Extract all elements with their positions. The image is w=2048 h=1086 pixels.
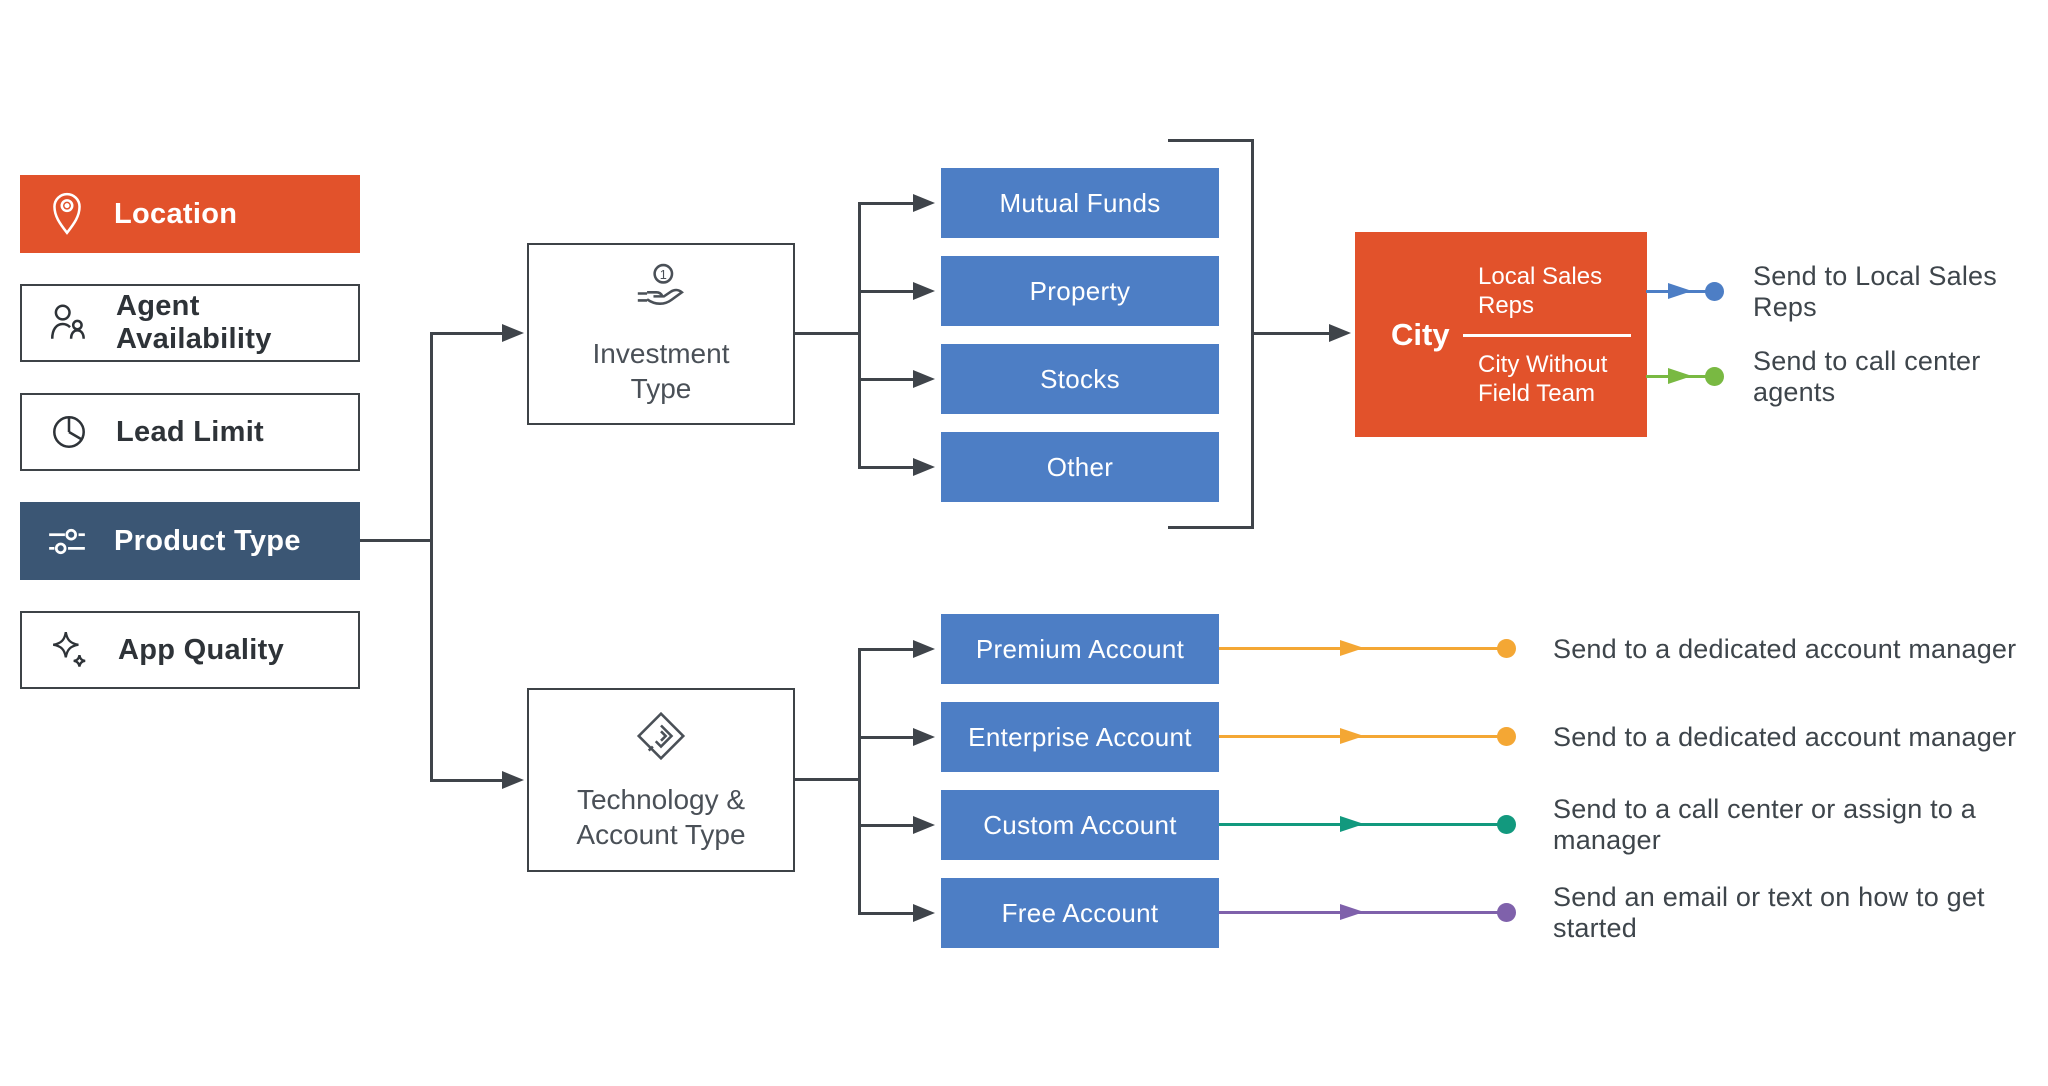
connector-technology-out (795, 778, 860, 781)
city-option-local-sales-reps[interactable]: Local Sales Reps (1478, 263, 1603, 319)
outcome-arrowhead-custom (1340, 816, 1364, 832)
arrowhead-stocks (913, 370, 935, 388)
arrowhead-enterprise (913, 728, 935, 746)
connector-investment-out (795, 332, 860, 335)
outcome-dot-local-sales (1705, 282, 1724, 301)
connector-row-premium (858, 648, 915, 651)
arrowhead-free (913, 904, 935, 922)
connector-row-stocks (858, 378, 915, 381)
option-free-account[interactable]: Free Account (941, 878, 1219, 948)
bracket-top-cap (1168, 139, 1254, 142)
outcome-label-local-sales: Send to Local Sales Reps (1753, 261, 1997, 322)
option-property[interactable]: Property (941, 256, 1219, 326)
option-premium-account[interactable]: Premium Account (941, 614, 1219, 684)
outcome-dot-call-center-agents (1705, 367, 1724, 386)
option-mutual-funds[interactable]: Mutual Funds (941, 168, 1219, 238)
city-divider (1463, 334, 1631, 337)
option-label: Property (1029, 275, 1131, 306)
option-stocks[interactable]: Stocks (941, 344, 1219, 414)
node-technology-account-type[interactable]: Technology & Account Type (527, 688, 795, 872)
option-label: Stocks (1040, 363, 1120, 394)
outcome-arrowhead-call-center-agents (1668, 368, 1692, 384)
outcome-dot-enterprise (1497, 727, 1516, 746)
sidebar-item-label: App Quality (118, 633, 285, 666)
location-pin-icon (53, 192, 81, 235)
pie-chart-icon (53, 416, 85, 448)
arrowhead-to-investment (502, 324, 524, 342)
connector-row-property (858, 290, 915, 293)
option-label: Free Account (1001, 897, 1159, 928)
node-title: Investment Type (592, 338, 730, 404)
outcome-label-free: Send an email or text on how to get star… (1553, 882, 1985, 943)
connector-to-city (1251, 332, 1331, 335)
city-label: City (1391, 316, 1450, 352)
city-option-without-field-team[interactable]: City Without Field Team (1478, 351, 1608, 407)
outcome-dot-custom (1497, 815, 1516, 834)
connector-technology-spine (858, 648, 861, 914)
connector-to-technology (430, 779, 504, 782)
option-enterprise-account[interactable]: Enterprise Account (941, 702, 1219, 772)
outcome-dot-premium (1497, 639, 1516, 658)
sidebar-item-app-quality[interactable]: App Quality (20, 611, 360, 689)
sidebar-item-label: Lead Limit (116, 415, 265, 448)
outcome-arrowhead-premium (1340, 640, 1364, 656)
arrowhead-property (913, 282, 935, 300)
sidebar-item-location[interactable]: Location (20, 175, 360, 253)
option-label: Mutual Funds (999, 187, 1161, 218)
arrowhead-other (913, 458, 935, 476)
option-label: Premium Account (975, 633, 1185, 664)
sliders-icon (49, 528, 85, 555)
connector-row-free (858, 912, 915, 915)
option-label: Custom Account (983, 809, 1177, 840)
connector-to-investment (430, 332, 504, 335)
outcome-dot-free (1497, 903, 1516, 922)
option-label: Enterprise Account (968, 721, 1192, 752)
node-title: Technology & Account Type (576, 784, 746, 850)
connector-investment-spine (858, 202, 861, 468)
connector-main-branch-spine (430, 332, 433, 782)
agents-icon (50, 304, 85, 339)
outcome-label-custom: Send to a call center or assign to a man… (1553, 794, 1976, 855)
coin-in-hand-icon: 1 (637, 263, 684, 305)
sparkles-icon (53, 631, 86, 667)
bracket-bottom-cap (1168, 526, 1254, 529)
option-custom-account[interactable]: Custom Account (941, 790, 1219, 860)
sidebar-item-lead-limit[interactable]: Lead Limit (20, 393, 360, 471)
option-other[interactable]: Other (941, 432, 1219, 502)
arrowhead-premium (913, 640, 935, 658)
outcome-arrowhead-enterprise (1340, 728, 1364, 744)
outcome-arrowhead-local-sales (1668, 283, 1692, 299)
connector-product-type-out (360, 539, 432, 542)
connector-row-custom (858, 824, 915, 827)
arrowhead-to-technology (502, 771, 524, 789)
sidebar-item-label: Location (114, 197, 238, 230)
connector-row-mutual-funds (858, 202, 915, 205)
node-investment-type[interactable]: 1 Investment Type (527, 243, 795, 425)
outcome-label-call-center-agents: Send to call center agents (1753, 346, 1981, 407)
diamond-icon (636, 711, 686, 761)
outcome-label-enterprise: Send to a dedicated account manager (1553, 721, 2017, 752)
arrowhead-custom (913, 816, 935, 834)
sidebar-item-label: Product Type (114, 524, 301, 557)
outcome-arrowhead-free (1340, 904, 1364, 920)
outcome-label-premium: Send to a dedicated account manager (1553, 633, 2017, 664)
coin-badge: 1 (660, 267, 667, 282)
arrowhead-mutual-funds (913, 194, 935, 212)
sidebar-item-agent-availability[interactable]: Agent Availability (20, 284, 360, 362)
arrowhead-to-city (1329, 324, 1351, 342)
node-city[interactable]: City Local Sales Reps City Without Field… (1355, 232, 1647, 437)
sidebar-item-product-type[interactable]: Product Type (20, 502, 360, 580)
sidebar-item-label: Agent Availability (116, 290, 272, 355)
connector-row-enterprise (858, 736, 915, 739)
option-label: Other (1046, 451, 1114, 482)
connector-row-other (858, 466, 915, 469)
